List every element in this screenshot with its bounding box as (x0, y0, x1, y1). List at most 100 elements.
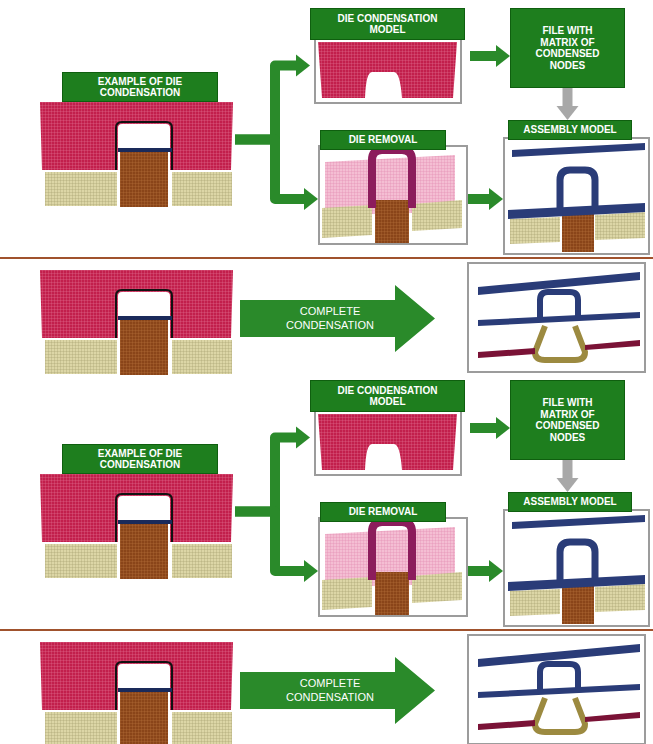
header-label: DIE REMOVAL (349, 506, 418, 518)
maroon-bar (478, 348, 535, 358)
header-box: FILE WITH MATRIX OF CONDENSED NODES (510, 8, 625, 88)
tan-block (595, 212, 645, 240)
brown-block (375, 200, 409, 243)
flow-arrow (557, 460, 579, 492)
tan-block (172, 172, 232, 206)
model-frame (314, 410, 462, 476)
header-label: DIE CONDENSATION MODEL (330, 13, 445, 36)
condensation-arrow: COMPLETE CONDENSATION (240, 657, 435, 724)
navy-bar (508, 203, 645, 219)
half-illustration (0, 414, 653, 744)
header-label: ASSEMBLY MODEL (523, 124, 616, 136)
model-frame (318, 517, 468, 617)
navy-arch (560, 170, 595, 208)
model-frame (503, 509, 650, 627)
flow-arrow (235, 55, 310, 140)
navy-slab (512, 143, 645, 157)
brown-block (120, 152, 168, 207)
arrow-shaft (235, 438, 298, 512)
flow-arrow (235, 140, 318, 210)
condensed-die-mesh (318, 42, 457, 98)
tan-block (322, 205, 372, 238)
magenta-arch (372, 150, 412, 208)
header-box: ASSEMBLY MODEL (508, 120, 632, 140)
die-mesh (40, 270, 233, 375)
die-mesh (40, 102, 233, 207)
arrow-head (557, 106, 579, 120)
navy-arch (540, 292, 578, 318)
header-box: FILE WITH MATRIX OF CONDENSED NODES (510, 380, 625, 460)
block-arrow-shape (240, 285, 435, 352)
model-panel: DIE CONDENSATION MODEL (310, 8, 470, 104)
flow-arrow (468, 560, 503, 582)
arrow-head (496, 45, 510, 67)
assembly-panel: ASSEMBLY MODEL (503, 492, 650, 627)
arrow-head (489, 188, 503, 210)
flow-arrow (557, 88, 579, 120)
gold-u-shape (535, 326, 585, 360)
header-label: DIE REMOVAL (349, 134, 418, 146)
header-label: DIE CONDENSATION MODEL (330, 385, 445, 408)
arrow-label: COMPLETE CONDENSATION (280, 305, 380, 331)
header-box: EXAMPLE OF DIE CONDENSATION (62, 72, 218, 102)
arrow-shaft (470, 51, 498, 61)
assembly-model (508, 143, 645, 252)
model-frame (503, 137, 650, 255)
header-box: DIE REMOVAL (320, 502, 446, 522)
arrow-label: COMPLETE CONDENSATION (280, 677, 380, 703)
removal-panel: DIE REMOVAL (318, 130, 468, 245)
arrow-text-area: COMPLETE CONDENSATION (260, 300, 400, 337)
arrow-shaft (470, 423, 498, 433)
die-layer (118, 148, 172, 152)
model-panel: DIE CONDENSATION MODEL (310, 380, 470, 476)
arrow-text-area: COMPLETE CONDENSATION (260, 672, 400, 709)
flow-arrow (468, 188, 503, 210)
header-label: FILE WITH MATRIX OF CONDENSED NODES (532, 397, 604, 443)
half-illustration (0, 42, 653, 375)
arrow-head (296, 427, 310, 449)
arrow-shaft (468, 194, 491, 204)
brown-block (562, 210, 594, 252)
header-box: DIE CONDENSATION MODEL (310, 380, 465, 412)
model-frame (318, 145, 468, 245)
condensed-result (468, 263, 645, 372)
arrow-shaft (563, 88, 573, 108)
divider-line (0, 257, 653, 259)
maroon-bar (585, 340, 640, 350)
header-label: EXAMPLE OF DIE CONDENSATION (70, 448, 210, 471)
header-box: DIE REMOVAL (320, 130, 446, 150)
condensation-arrow: COMPLETE CONDENSATION (240, 285, 435, 352)
tan-block (45, 172, 117, 206)
flow-arrow (470, 45, 510, 67)
tan-block (412, 200, 462, 231)
block-arrow-shape (240, 657, 435, 724)
file-box: FILE WITH MATRIX OF CONDENSED NODES (510, 380, 625, 460)
arrow-shaft (563, 460, 573, 480)
tan-block (510, 217, 560, 244)
arrow-head (496, 417, 510, 439)
arrow-head (296, 55, 310, 77)
arrow-head (304, 560, 318, 582)
result-frame (468, 263, 645, 372)
header-label: ASSEMBLY MODEL (523, 496, 616, 508)
flow-arrow (470, 417, 510, 439)
arrow-head (489, 560, 503, 582)
flow-arrow (235, 427, 310, 512)
model-frame (314, 38, 462, 104)
header-box: ASSEMBLY MODEL (508, 492, 632, 512)
arrow-shaft (235, 140, 306, 199)
header-label: FILE WITH MATRIX OF CONDENSED NODES (532, 25, 604, 71)
header-box: DIE CONDENSATION MODEL (310, 8, 465, 40)
example-panel: EXAMPLE OF DIE CONDENSATION (40, 444, 235, 582)
header-label: EXAMPLE OF DIE CONDENSATION (70, 76, 210, 99)
example-panel: EXAMPLE OF DIE CONDENSATION (40, 72, 235, 210)
arrow-head (304, 188, 318, 210)
file-box: FILE WITH MATRIX OF CONDENSED NODES (510, 8, 625, 88)
header-box: EXAMPLE OF DIE CONDENSATION (62, 444, 218, 474)
removal-panel: DIE REMOVAL (318, 502, 468, 617)
arrow-head (557, 478, 579, 492)
flow-arrow (235, 512, 318, 582)
